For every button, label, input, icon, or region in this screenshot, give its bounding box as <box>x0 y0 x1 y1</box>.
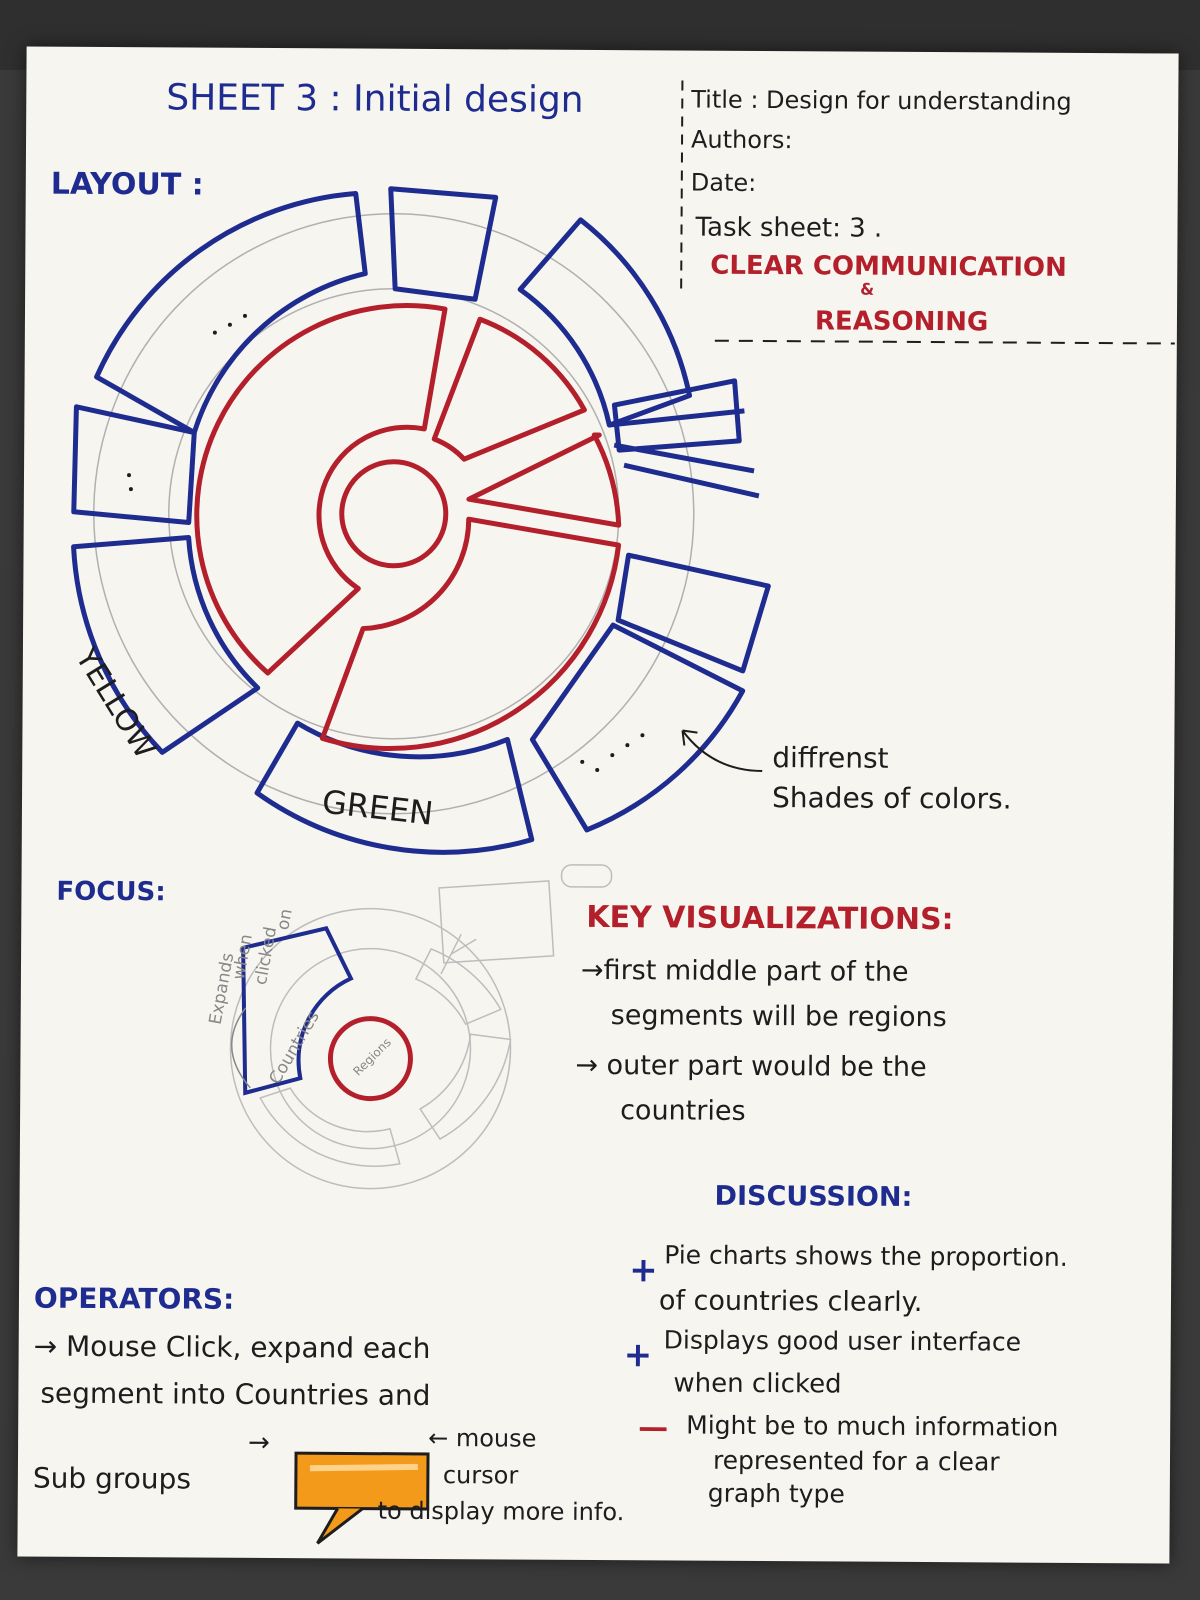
outer-segment <box>254 720 535 855</box>
inner-segment <box>319 516 622 751</box>
operators-line2: segment into Countries and <box>40 1376 431 1412</box>
discussion-heading: DISCUSSION: <box>714 1180 913 1213</box>
meta-authors: Authors: <box>690 125 793 155</box>
meta-criterion-amp: & <box>860 279 875 299</box>
focus-diagram <box>229 864 613 1190</box>
layout-heading: LAYOUT : <box>50 166 204 203</box>
operators-line3: Sub groups <box>32 1461 192 1496</box>
focus-countries-segment <box>241 926 354 1096</box>
operators-arrow: → <box>248 1427 270 1459</box>
discussion-p3-line2: represented for a clear <box>712 1445 1000 1477</box>
focus-expands-4: on <box>273 907 297 932</box>
discussion-plus-2: + <box>623 1335 653 1376</box>
discussion-p2-line1: Displays good user interface <box>663 1325 1022 1357</box>
outer-segment <box>611 378 742 453</box>
annotation-shades: Shades of colors. <box>771 781 1012 816</box>
focus-heading: FOCUS: <box>56 876 166 908</box>
meta-title: Title : Design for understanding <box>691 85 1072 116</box>
annotation-arrow <box>681 729 763 773</box>
discussion-p2-line2: when clicked <box>673 1368 842 1400</box>
header-vertical-divider <box>680 80 684 291</box>
meta-date: Date: <box>690 168 757 197</box>
operators-tooltip-sketch <box>294 1451 430 1545</box>
outer-segment <box>94 191 368 436</box>
outer-segment <box>388 186 499 302</box>
operators-display-info: to display more info. <box>377 1496 625 1527</box>
inner-segment <box>466 432 622 528</box>
layout-sunburst <box>71 186 771 855</box>
discussion-plus-1: + <box>629 1250 658 1291</box>
meta-criterion-line1: CLEAR COMMUNICATION <box>710 250 1067 283</box>
discussion-minus: — <box>638 1410 669 1446</box>
outer-segment <box>71 404 197 525</box>
sheet-title: SHEET 3 : Initial design <box>166 77 584 121</box>
operators-mouse-label: ← mouse <box>428 1423 537 1453</box>
header-horizontal-divider <box>714 339 1175 345</box>
discussion-p1-line1: Pie charts shows the proportion. <box>664 1240 1068 1272</box>
operators-cursor-label: cursor <box>442 1461 519 1490</box>
annotation-diffrenst: diffrenst <box>772 741 889 775</box>
focus-regions-circle <box>327 1016 413 1102</box>
key-vis-heading: KEY VISUALIZATIONS: <box>586 899 954 938</box>
key-vis-item1-line1: →first middle part of the <box>580 954 909 988</box>
key-vis-item2-line2: countries <box>620 1095 746 1127</box>
discussion-p1-line2: of countries clearly. <box>658 1285 923 1318</box>
outer-segment <box>609 408 760 499</box>
operators-heading: OPERATORS: <box>33 1281 235 1316</box>
inner-segment <box>431 316 587 462</box>
outer-segment <box>71 534 261 755</box>
paper-sheet: SHEET 3 : Initial design LAYOUT : Title … <box>17 46 1179 1564</box>
center-circle <box>339 459 449 569</box>
key-vis-item1-line2: segments will be regions <box>610 1000 947 1034</box>
discussion-p3-line3: graph type <box>707 1478 845 1509</box>
key-vis-item2-line1: → outer part would be the <box>575 1049 927 1084</box>
outer-segment <box>615 552 771 674</box>
outer-segment <box>529 622 746 833</box>
discussion-p3-line1: Might be to much information <box>686 1410 1059 1442</box>
inner-segment <box>194 303 448 676</box>
outer-segment <box>517 217 693 428</box>
operators-line1: → Mouse Click, expand each <box>33 1329 431 1365</box>
meta-task-sheet: Task sheet: 3 . <box>695 212 883 244</box>
meta-criterion-line2: REASONING <box>814 306 989 338</box>
sketch-drawing <box>71 80 1175 1545</box>
